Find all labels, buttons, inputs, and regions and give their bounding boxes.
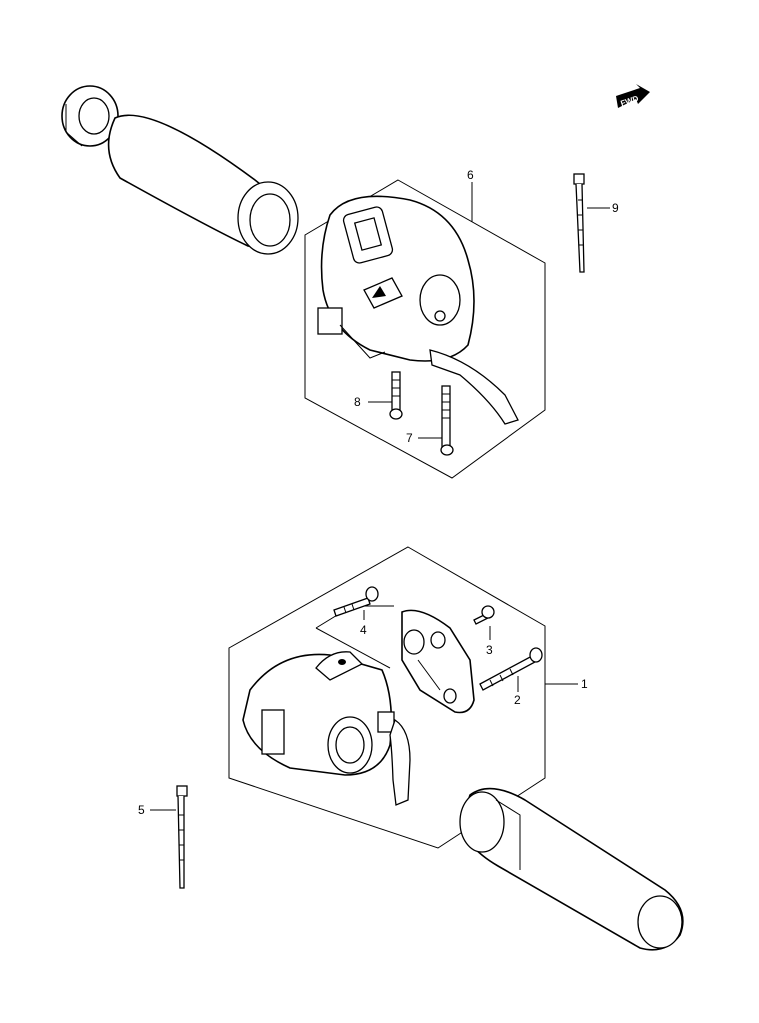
callout-6: 6 <box>467 168 474 182</box>
top-assembly-frame <box>304 179 546 479</box>
screw-3 <box>473 605 495 625</box>
left-grip <box>107 114 299 255</box>
bottom-assembly-frame <box>228 546 546 849</box>
top-assembly: 6 9 8 7 <box>61 85 619 479</box>
cable-tie-9 <box>573 173 585 273</box>
right-switch-housing <box>242 651 411 806</box>
callout-3: 3 <box>486 643 493 657</box>
callout-9: 9 <box>612 201 619 215</box>
callout-5: 5 <box>138 803 145 817</box>
callout-1: 1 <box>581 677 588 691</box>
bolt-7 <box>440 385 454 456</box>
callout-2: 2 <box>514 693 521 707</box>
bottom-assembly: 4 3 2 1 5 <box>138 546 684 951</box>
left-switch-housing <box>317 195 519 425</box>
grip-end-weight-top <box>61 85 119 147</box>
bolt-8 <box>389 371 403 420</box>
fwd-arrow-icon: FWD <box>616 84 650 108</box>
callout-8: 8 <box>354 395 361 409</box>
right-grip <box>459 787 684 951</box>
screw-4 <box>333 586 379 617</box>
callout-4: 4 <box>360 623 367 637</box>
clamp-bracket <box>401 609 475 714</box>
screw-2 <box>479 647 543 691</box>
cable-tie-5 <box>176 785 188 889</box>
callout-7: 7 <box>406 431 413 445</box>
